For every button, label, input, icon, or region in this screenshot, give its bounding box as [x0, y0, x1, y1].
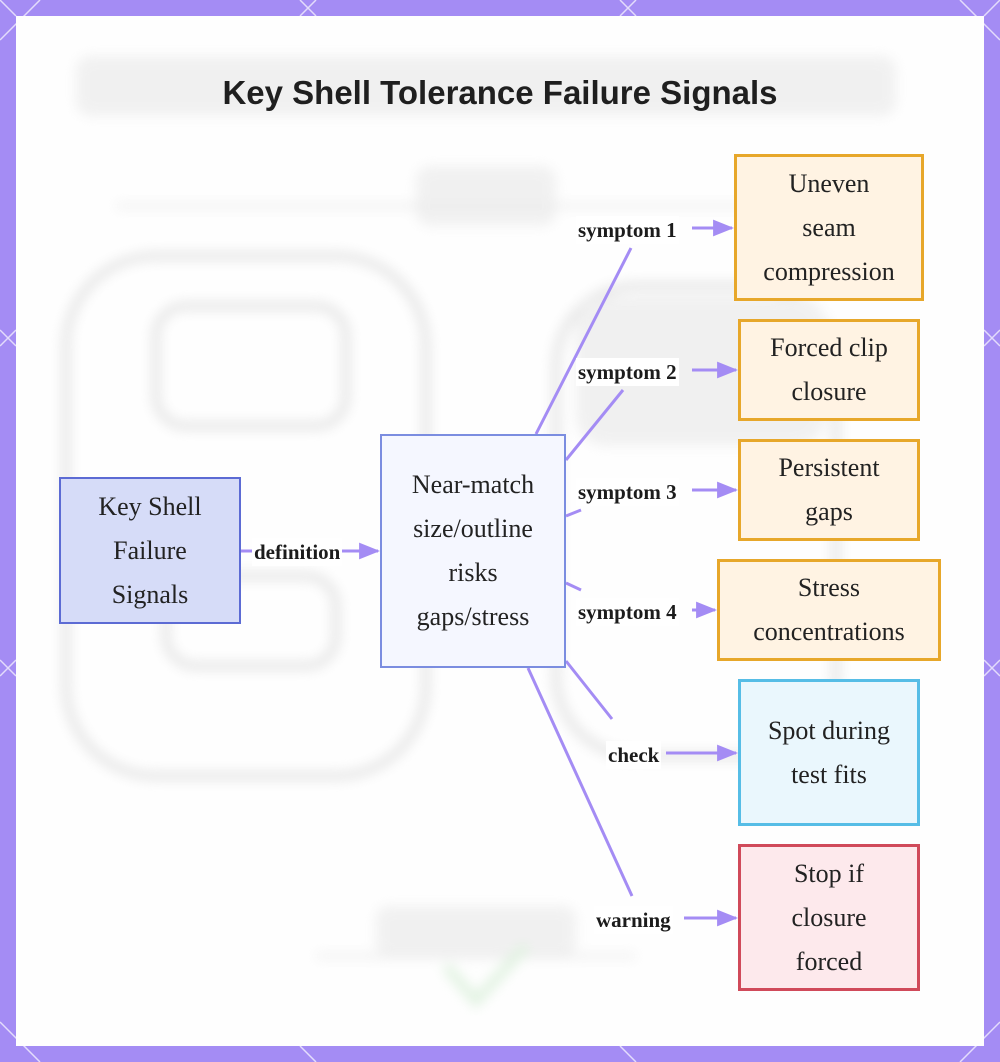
edge-symptom4-line	[565, 581, 715, 610]
node-line: risks	[448, 558, 498, 587]
node-uneven-seam-compression: Uneven seam compression	[734, 154, 924, 301]
node-line: gaps	[805, 497, 853, 526]
node-line: compression	[763, 256, 895, 286]
edge-symptom2-line	[564, 370, 736, 461]
edge-label-check: check	[606, 741, 662, 769]
node-line: Stop if	[793, 858, 865, 888]
connector-lines	[241, 16, 984, 1046]
node-line: concentrations	[753, 617, 905, 646]
diagram-card: Key Shell Tolerance Failure Signals Key …	[16, 16, 984, 1046]
node-line: Uneven	[788, 168, 870, 198]
edge-symptom3-line	[565, 490, 736, 518]
node-key-shell-failure-signals: Key Shell Failure Signals	[59, 477, 241, 624]
edge-symptom1-line	[534, 228, 732, 435]
edge-label-symptom-2: symptom 2	[576, 358, 679, 386]
node-line: forced	[795, 946, 863, 976]
node-line: Near-match	[411, 470, 535, 499]
node-stop-if-closure-forced: Stop if closure forced	[738, 844, 920, 991]
edge-label-symptom-1: symptom 1	[576, 216, 679, 244]
edge-warning-line	[526, 667, 736, 918]
node-line: Key Shell	[98, 491, 202, 521]
node-line: Spot during	[767, 715, 891, 745]
edge-label-symptom-4: symptom 4	[576, 598, 679, 626]
edge-check-line	[564, 660, 736, 753]
edge-label-definition: definition	[252, 538, 343, 566]
node-line: Forced clip	[770, 333, 888, 362]
node-line: size/outline	[413, 514, 533, 543]
node-near-match-definition: Near-match size/outline risks gaps/stres…	[380, 434, 566, 668]
node-stress-concentrations: Stress concentrations	[717, 559, 941, 661]
node-line: Persistent	[778, 453, 880, 482]
edge-label-symptom-3: symptom 3	[576, 478, 679, 506]
node-line: seam	[802, 212, 856, 242]
node-line: test fits	[791, 759, 867, 789]
node-spot-during-test-fits: Spot during test fits	[738, 679, 920, 826]
node-forced-clip-closure: Forced clip closure	[738, 319, 920, 421]
node-line: Stress	[797, 573, 861, 602]
diagram-title: Key Shell Tolerance Failure Signals	[222, 74, 778, 111]
edge-label-warning: warning	[594, 906, 673, 934]
node-line: closure	[791, 902, 867, 932]
node-persistent-gaps: Persistent gaps	[738, 439, 920, 541]
node-line: Signals	[111, 579, 189, 609]
node-line: Failure	[113, 535, 187, 565]
node-line: gaps/stress	[416, 602, 530, 631]
node-line: closure	[791, 377, 867, 406]
